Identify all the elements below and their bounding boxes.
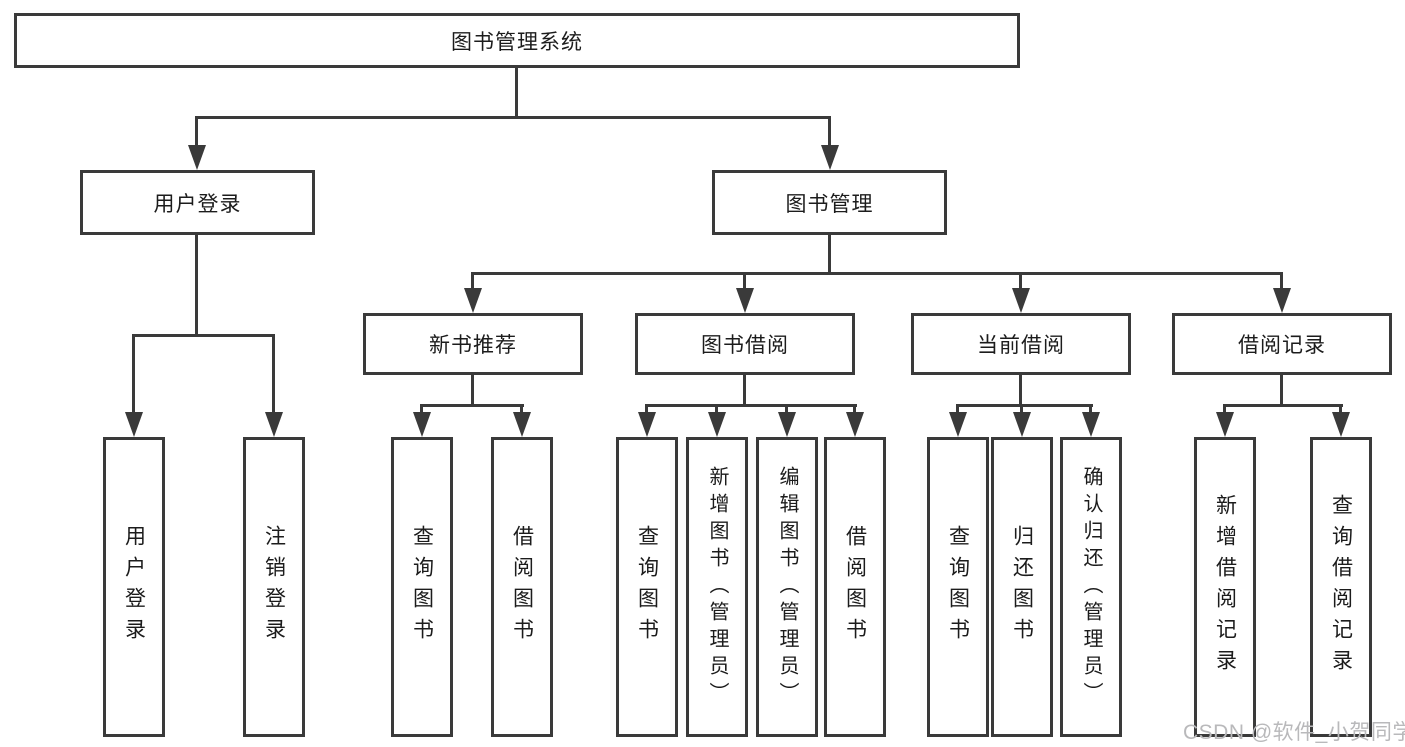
- connector-line: [471, 272, 1283, 275]
- leaf-logout: 注销登录: [243, 437, 305, 737]
- arrow-down-icon: [464, 288, 482, 313]
- node-root-label: 图书管理系统: [451, 30, 583, 54]
- leaf-query-books-recommend: 查询图书: [391, 437, 453, 737]
- arrow-down-icon: [1273, 288, 1291, 313]
- connector-line: [828, 235, 831, 275]
- connector-line: [1223, 405, 1226, 415]
- leaf-user-login: 用户登录: [103, 437, 165, 737]
- connector-line: [1019, 375, 1022, 407]
- node-book-borrow: 图书借阅: [635, 313, 855, 375]
- arrow-down-icon: [708, 412, 726, 437]
- connector-line: [1089, 405, 1092, 415]
- connector-line: [520, 405, 523, 415]
- connector-line: [1280, 375, 1283, 407]
- leaf-add-books-admin: 新增图书（管理员）: [686, 437, 748, 737]
- connector-line: [828, 117, 831, 147]
- leaf-return-books: 归还图书: [991, 437, 1053, 737]
- connector-line: [195, 117, 198, 147]
- connector-line: [743, 375, 746, 407]
- arrow-down-icon: [265, 412, 283, 437]
- node-label: 用户登录: [153, 192, 242, 216]
- leaf-borrow-books: 借阅图书: [824, 437, 886, 737]
- node-label: 当前借阅: [977, 334, 1065, 357]
- arrow-down-icon: [1216, 412, 1234, 437]
- connector-line: [132, 335, 135, 413]
- leaf-label: 查询借阅记录: [1329, 494, 1353, 680]
- connector-line: [645, 405, 648, 415]
- leaf-edit-books-admin: 编辑图书（管理员）: [756, 437, 818, 737]
- leaf-label: 查询图书: [946, 525, 970, 649]
- leaf-label: 查询图书: [635, 525, 659, 649]
- connector-line: [272, 335, 275, 413]
- node-label: 借阅记录: [1238, 334, 1326, 357]
- leaf-label: 注销登录: [262, 525, 286, 649]
- leaf-label: 归还图书: [1010, 525, 1034, 649]
- connector-line: [471, 273, 474, 291]
- arrow-down-icon: [513, 412, 531, 437]
- leaf-add-borrow-record: 新增借阅记录: [1194, 437, 1256, 737]
- node-user-login: 用户登录: [80, 170, 315, 235]
- leaf-query-borrow-record: 查询借阅记录: [1310, 437, 1372, 737]
- arrow-down-icon: [188, 145, 206, 170]
- arrow-down-icon: [1082, 412, 1100, 437]
- leaf-query-books-current: 查询图书: [927, 437, 989, 737]
- connector-line: [715, 405, 718, 415]
- node-label: 新书推荐: [429, 334, 517, 357]
- node-new-book-recommend: 新书推荐: [363, 313, 583, 375]
- leaf-borrow-books-recommend: 借阅图书: [491, 437, 553, 737]
- arrow-down-icon: [638, 412, 656, 437]
- arrow-down-icon: [125, 412, 143, 437]
- connector-line: [1280, 273, 1283, 291]
- connector-line: [956, 405, 959, 415]
- node-root: 图书管理系统: [14, 13, 1020, 68]
- leaf-label: 新增图书（管理员）: [706, 465, 728, 709]
- arrow-down-icon: [1332, 412, 1350, 437]
- leaf-label: 编辑图书（管理员）: [776, 465, 798, 709]
- leaf-label: 查询图书: [410, 525, 434, 649]
- leaf-label: 借阅图书: [843, 525, 867, 649]
- connector-line: [1339, 405, 1342, 415]
- arrow-down-icon: [949, 412, 967, 437]
- connector-line: [956, 404, 1093, 407]
- arrow-down-icon: [1012, 288, 1030, 313]
- connector-line: [785, 405, 788, 415]
- connector-line: [471, 375, 474, 407]
- node-label: 图书管理: [785, 192, 874, 216]
- csdn-watermark: CSDN @软件_小贺同学: [1183, 721, 1405, 744]
- connector-line: [1223, 404, 1343, 407]
- arrow-down-icon: [846, 412, 864, 437]
- arrow-down-icon: [821, 145, 839, 170]
- connector-line: [515, 68, 518, 117]
- arrow-down-icon: [736, 288, 754, 313]
- leaf-label: 新增借阅记录: [1213, 494, 1237, 680]
- leaf-label: 借阅图书: [510, 525, 534, 649]
- connector-line: [645, 404, 857, 407]
- connector-line: [195, 116, 831, 119]
- leaf-label: 确认归还（管理员）: [1080, 465, 1102, 709]
- leaf-label: 用户登录: [122, 525, 146, 649]
- connector-line: [195, 235, 198, 337]
- connector-line: [743, 273, 746, 291]
- node-book-management: 图书管理: [712, 170, 947, 235]
- arrow-down-icon: [1013, 412, 1031, 437]
- node-borrow-records: 借阅记录: [1172, 313, 1392, 375]
- connector-line: [1020, 405, 1023, 415]
- node-current-borrow: 当前借阅: [911, 313, 1131, 375]
- connector-line: [853, 405, 856, 415]
- connector-line: [420, 405, 423, 415]
- leaf-confirm-return-admin: 确认归还（管理员）: [1060, 437, 1122, 737]
- node-label: 图书借阅: [701, 334, 789, 357]
- connector-line: [1019, 273, 1022, 291]
- arrow-down-icon: [778, 412, 796, 437]
- arrow-down-icon: [413, 412, 431, 437]
- connector-line: [420, 404, 524, 407]
- connector-line: [132, 334, 275, 337]
- leaf-query-books: 查询图书: [616, 437, 678, 737]
